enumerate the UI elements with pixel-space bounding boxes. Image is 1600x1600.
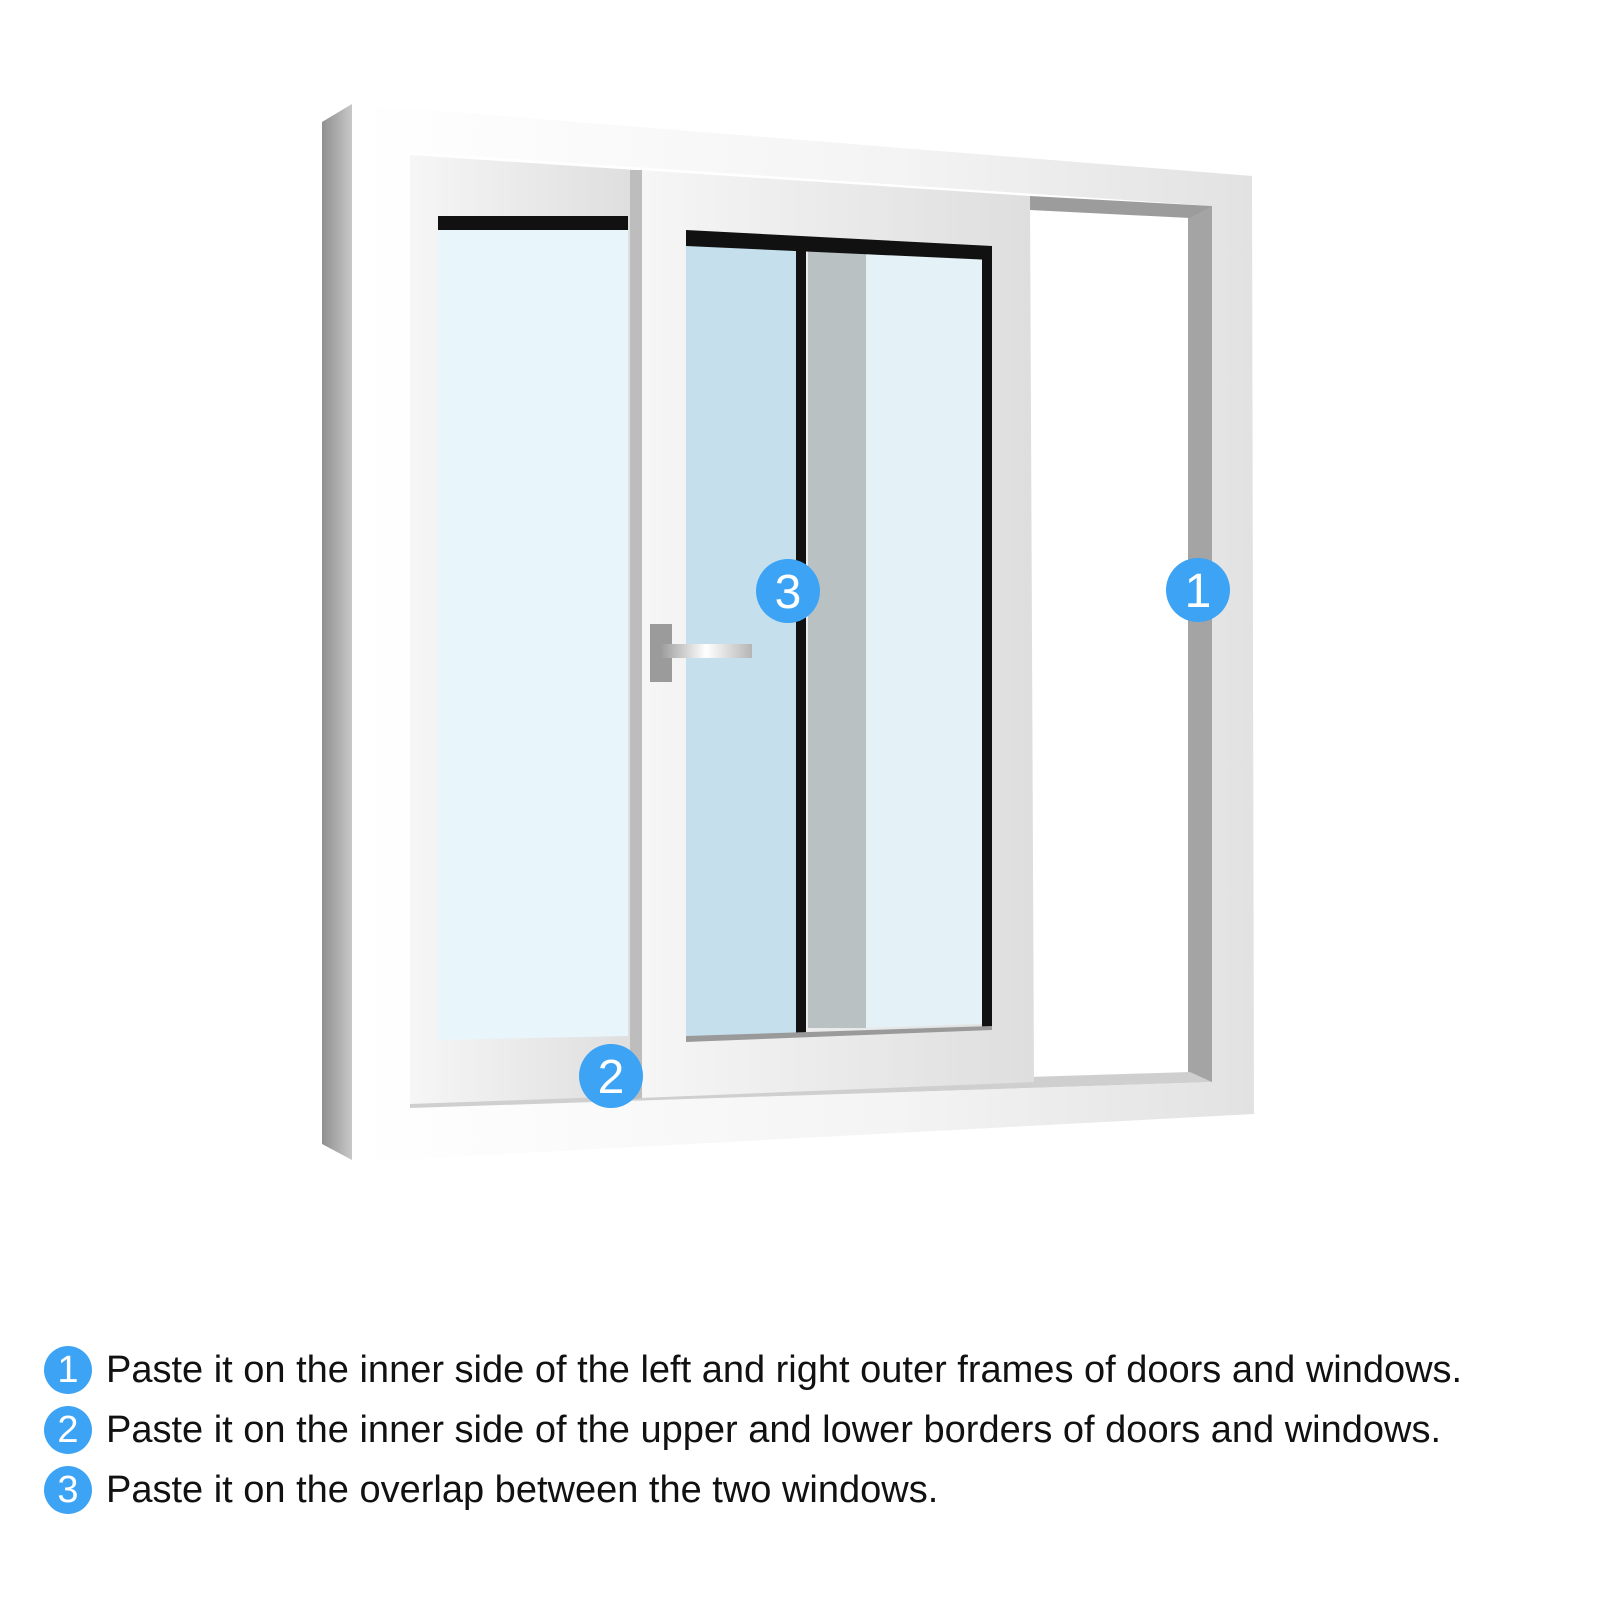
inner-jamb-right: [1188, 206, 1212, 1082]
marker-2-number: 2: [598, 1051, 625, 1104]
marker-3: 3: [756, 559, 820, 623]
legend-number-badge: 1: [44, 1346, 92, 1394]
outer-frame-side: [322, 104, 352, 1160]
handle-bar: [660, 644, 752, 658]
right-sash-seal-mid: [796, 244, 806, 1034]
right-sash-seal-bottom: [686, 1026, 992, 1042]
legend-item: 3 Paste it on the overlap between the tw…: [44, 1460, 1584, 1520]
legend-text: Paste it on the overlap between the two …: [106, 1468, 939, 1511]
inner-head: [1030, 196, 1212, 218]
marker-1: 1: [1166, 558, 1230, 622]
legend-text: Paste it on the inner side of the left a…: [106, 1348, 1463, 1391]
marker-2: 2: [579, 1044, 643, 1108]
right-sash-glass-blue: [686, 232, 800, 1036]
right-sash-seal-top: [686, 230, 992, 260]
legend-item: 1 Paste it on the inner side of the left…: [44, 1340, 1584, 1400]
right-sash-glass-light: [866, 250, 982, 1028]
legend-number-badge: 2: [44, 1406, 92, 1454]
overlap-strip: [808, 248, 866, 1028]
left-sash-seal-top: [438, 216, 628, 230]
marker-1-number: 1: [1185, 565, 1212, 618]
legend-number-badge: 3: [44, 1466, 92, 1514]
legend-text: Paste it on the inner side of the upper …: [106, 1408, 1442, 1451]
instructions-legend: 1 Paste it on the inner side of the left…: [44, 1340, 1584, 1520]
marker-3-number: 3: [775, 566, 802, 619]
legend-item: 2 Paste it on the inner side of the uppe…: [44, 1400, 1584, 1460]
right-sash-edge: [630, 170, 642, 1100]
right-sash-seal-right: [982, 252, 992, 1030]
sliding-window-illustration: 1 2 3: [322, 104, 1254, 1162]
left-sash-glass: [438, 216, 628, 1040]
